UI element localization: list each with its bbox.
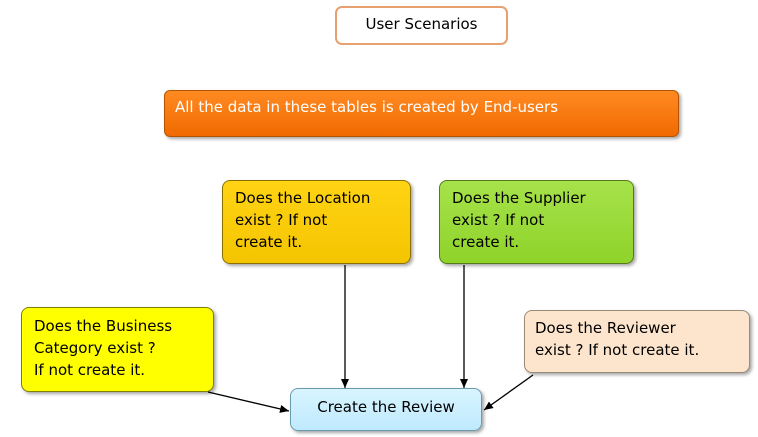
location-check-node: Does the Location exist ? If not create … [222,180,411,264]
business-category-check-node: Does the Business Category exist ? If no… [21,307,214,392]
reviewer-check-node: Does the Reviewer exist ? If not create … [524,310,750,373]
diagram-title: User Scenarios [335,6,508,45]
end-users-banner: All the data in these tables is created … [164,90,679,137]
create-review-node: Create the Review [290,388,482,431]
supplier-check-node: Does the Supplier exist ? If not create … [439,180,634,264]
arrow-business-to-review [207,391,290,413]
arrow-reviewer-to-review [483,374,534,411]
